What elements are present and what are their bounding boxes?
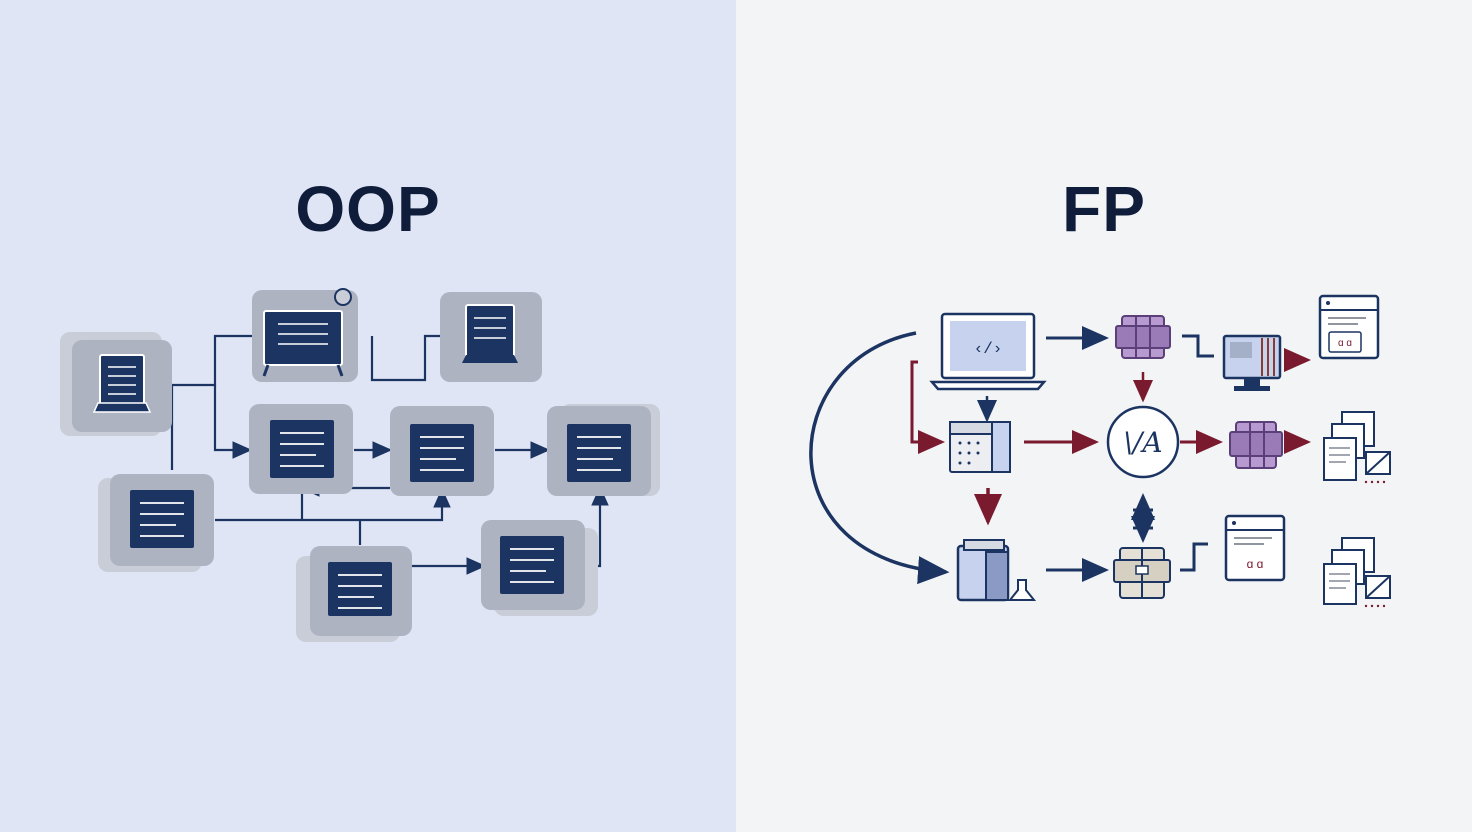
- class-node-4: [249, 404, 353, 494]
- class-node-1: [60, 332, 172, 436]
- class-node-5: [390, 406, 494, 496]
- monitor-icon: [1222, 334, 1282, 391]
- oop-diagram: [60, 288, 660, 642]
- loop-arrow: [809, 331, 950, 585]
- window-card-1: ɑ ɑ: [1318, 294, 1380, 360]
- package-block-icon: [1113, 547, 1171, 599]
- stacked-docs-2: [1323, 537, 1391, 608]
- class-node-9: [481, 520, 598, 616]
- lambda-label: \/A: [1123, 426, 1162, 459]
- oop-panel: OOP: [0, 0, 736, 832]
- input-document-icon: [949, 421, 1011, 473]
- class-node-7: [98, 474, 214, 572]
- svg-text:ɑ ɑ: ɑ ɑ: [1338, 338, 1352, 349]
- oop-title: OOP: [295, 173, 441, 245]
- stacked-docs-1: [1323, 411, 1391, 484]
- window-card-2: ɑ ɑ: [1224, 514, 1286, 582]
- code-label: ‹/›: [974, 340, 1003, 358]
- fp-panel: FP ‹/›: [736, 0, 1472, 832]
- storage-box-icon: [956, 539, 1037, 602]
- class-node-2: [252, 288, 358, 382]
- class-node-8: [296, 546, 412, 642]
- class-node-6: [547, 404, 660, 496]
- fp-diagram: ‹/›: [809, 294, 1391, 608]
- fp-title: FP: [1062, 173, 1146, 245]
- function-block-2: [1229, 421, 1283, 469]
- function-block-1: [1115, 315, 1171, 359]
- lambda-circle: \/A: [1106, 405, 1180, 479]
- svg-text:ɑ ɑ: ɑ ɑ: [1247, 557, 1264, 571]
- laptop-icon: ‹/›: [929, 312, 1047, 391]
- class-node-3: [440, 292, 542, 382]
